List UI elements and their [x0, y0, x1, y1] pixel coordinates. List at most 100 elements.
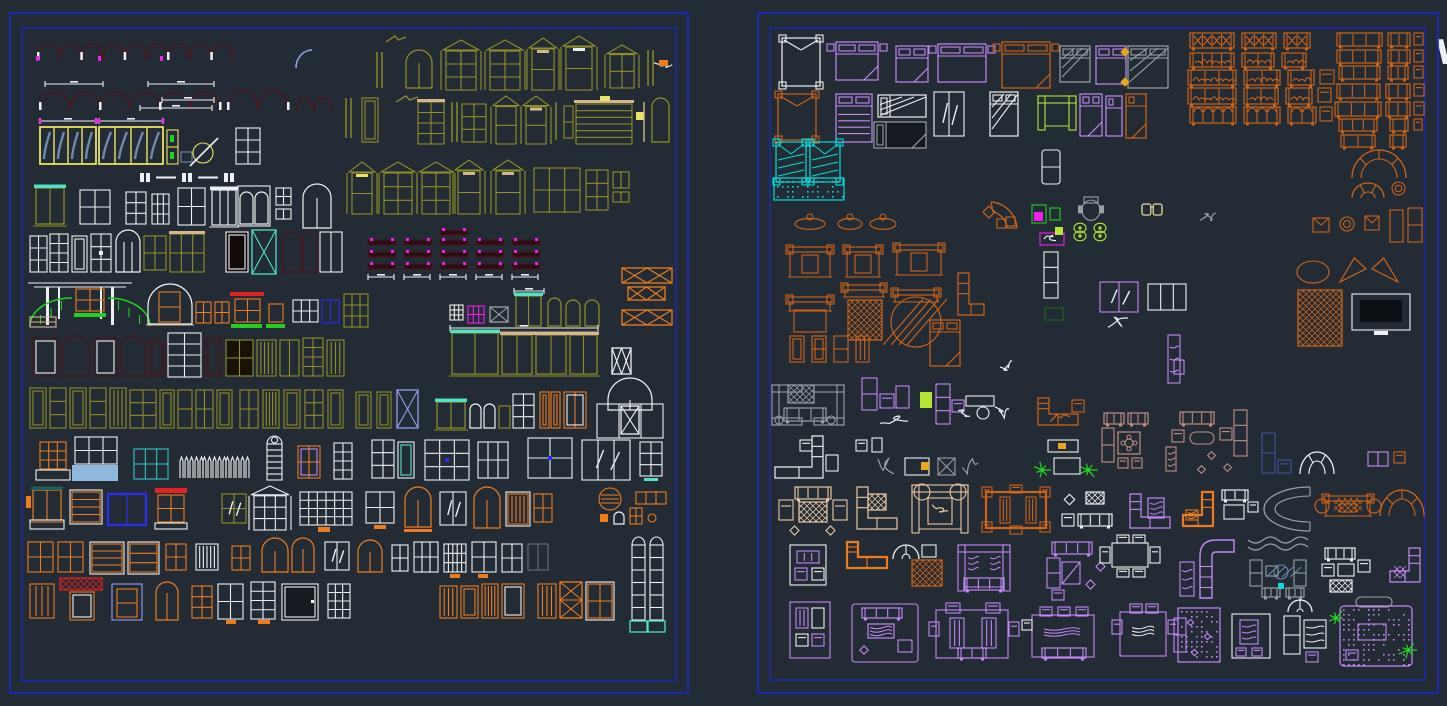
cad-block-latt[interactable]: [621, 267, 673, 284]
cad-block-arch[interactable]: [291, 537, 315, 573]
cad-block-door[interactable]: [460, 585, 479, 619]
cad-block-grid[interactable]: [157, 494, 185, 523]
cad-block-squig[interactable]: [227, 89, 290, 111]
cad-block-lsofa[interactable]: [1129, 493, 1171, 529]
cad-block-grid[interactable]: [90, 233, 112, 273]
cad-block-slats[interactable]: [999, 496, 1011, 524]
cad-block-hrect[interactable]: [897, 639, 913, 653]
cad-block-hrect[interactable]: [1265, 565, 1279, 577]
cad-block-latt[interactable]: [621, 309, 673, 326]
cad-block-chair[interactable]: [1319, 69, 1335, 85]
cad-block-ped[interactable]: [248, 485, 292, 531]
cad-block-door[interactable]: [216, 389, 233, 429]
cad-block-grid[interactable]: [1233, 409, 1248, 457]
cad-block-grid[interactable]: [49, 387, 107, 429]
cad-block-csofa[interactable]: [1379, 489, 1425, 517]
cad-block-grid[interactable]: [333, 442, 353, 480]
cad-block-fillr[interactable]: [155, 488, 187, 493]
cad-block-grid[interactable]: [365, 491, 395, 524]
cad-block-hrect[interactable]: [984, 490, 1048, 530]
cad-block-fillr[interactable]: [1058, 443, 1066, 449]
cad-block-chair[interactable]: [1008, 621, 1020, 637]
cad-block-grid[interactable]: [177, 389, 193, 429]
cad-block-xdoor[interactable]: [620, 405, 640, 435]
cad-block-hatch[interactable]: [989, 555, 1001, 571]
cad-block-grid[interactable]: [39, 441, 67, 470]
cad-block-dresser[interactable]: [1321, 493, 1375, 517]
cad-block-hatch[interactable]: [867, 623, 895, 639]
cad-block-hatch[interactable]: [1329, 579, 1353, 593]
cad-block-selev[interactable]: [1127, 412, 1149, 427]
cad-block-bars[interactable]: [127, 541, 160, 575]
cad-block-fillr[interactable]: [72, 465, 118, 481]
cad-block-arch[interactable]: [405, 49, 433, 89]
cad-block-hatch[interactable]: [798, 501, 828, 523]
cad-block-bed[interactable]: [992, 41, 1060, 89]
cad-block-tower[interactable]: [629, 536, 648, 633]
cad-block-slats[interactable]: [481, 583, 499, 619]
cad-block-dim[interactable]: [161, 97, 215, 103]
cad-block-fillr[interactable]: [100, 287, 102, 319]
cad-block-grid[interactable]: [302, 337, 324, 377]
cad-block-ped[interactable]: [520, 95, 552, 145]
cad-block-fillr[interactable]: [111, 287, 114, 325]
cad-block-selev[interactable]: [861, 607, 903, 621]
cad-block-arch[interactable]: [302, 231, 318, 273]
cad-block-circ[interactable]: [1314, 498, 1330, 514]
cad-block-cbed[interactable]: [774, 90, 820, 144]
cad-block-grid[interactable]: [297, 445, 321, 479]
cad-block-chair[interactable]: [1009, 525, 1023, 535]
cad-block-cwin[interactable]: [434, 398, 468, 431]
cad-block-tower[interactable]: [647, 536, 666, 633]
cad-block-cwin[interactable]: [513, 292, 544, 329]
cad-block-chair[interactable]: [1413, 65, 1424, 79]
cad-block-csofa[interactable]: [892, 544, 920, 560]
cad-block-ped[interactable]: [452, 159, 486, 215]
cad-block-slats[interactable]: [326, 339, 345, 377]
cad-block-grid[interactable]: [158, 291, 181, 323]
cad-block-hrect[interactable]: [1053, 457, 1081, 475]
cad-block-lsofa[interactable]: [845, 540, 889, 570]
cad-block-chair[interactable]: [1413, 101, 1425, 116]
cad-block-arch[interactable]: [261, 537, 289, 573]
cad-block-chair[interactable]: [855, 439, 868, 452]
cad-block-fillr[interactable]: [600, 96, 610, 101]
cad-block-grid[interactable]: [635, 491, 667, 505]
cad-block-selev[interactable]: [963, 577, 1005, 593]
cad-block-scrib[interactable]: [1043, 234, 1057, 242]
cad-block-hrect[interactable]: [1043, 251, 1059, 299]
cad-block-arch[interactable]: [483, 403, 496, 429]
cad-block-hrect[interactable]: [1185, 509, 1199, 521]
cad-block-grid[interactable]: [195, 301, 212, 324]
cad-block-circ[interactable]: [189, 137, 219, 167]
cad-block-chair[interactable]: [1190, 648, 1199, 657]
cad-block-hrect[interactable]: [789, 601, 831, 659]
cad-block-squig[interactable]: [295, 49, 313, 69]
cad-block-slats[interactable]: [505, 491, 531, 527]
cad-block-grid[interactable]: [275, 187, 292, 206]
cad-block-arrow[interactable]: [1370, 257, 1400, 284]
cad-block-bed[interactable]: [826, 41, 888, 81]
cad-block-ang[interactable]: [395, 95, 419, 103]
cad-block-ped[interactable]: [526, 37, 560, 91]
cad-block-door[interactable]: [539, 391, 550, 429]
cad-block-bed[interactable]: [873, 121, 927, 149]
cad-block-ped[interactable]: [416, 161, 456, 215]
cad-block-hrect[interactable]: [1231, 613, 1271, 659]
cad-block-chair[interactable]: [1116, 568, 1130, 578]
cad-block-grid[interactable]: [327, 583, 351, 619]
cad-block-selev[interactable]: [794, 486, 832, 502]
cad-block-fillr[interactable]: [478, 574, 488, 578]
cad-block-chair[interactable]: [1339, 216, 1355, 232]
cad-block-selev[interactable]: [1336, 83, 1381, 101]
cad-block-hrect[interactable]: [1337, 563, 1355, 577]
cad-block-squig[interactable]: [39, 91, 222, 111]
cad-block-grid[interactable]: [250, 581, 276, 620]
cad-block-chair[interactable]: [1317, 87, 1332, 103]
cad-block-hatch[interactable]: [1339, 605, 1413, 667]
cad-block-hrect[interactable]: [851, 603, 919, 663]
cad-block-chair[interactable]: [1393, 451, 1406, 464]
cad-block-dresser[interactable]: [890, 287, 942, 303]
cad-block-chair[interactable]: [1413, 49, 1424, 63]
